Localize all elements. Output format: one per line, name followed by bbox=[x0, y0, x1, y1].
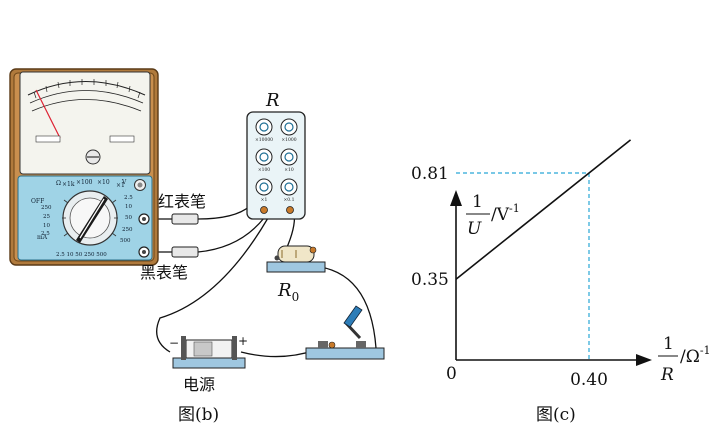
battery-label: 电源 bbox=[183, 375, 215, 394]
red-probe-label: 红表笔 bbox=[158, 192, 206, 211]
fixed-resistor-r0 bbox=[266, 245, 326, 273]
resistor-box-terminal-left[interactable] bbox=[260, 206, 268, 214]
mode-label-ma: mA bbox=[37, 234, 48, 241]
left-scale-10: 10 bbox=[43, 223, 50, 229]
mode-label-x1k: ×1k bbox=[62, 181, 75, 188]
data-line bbox=[455, 139, 632, 280]
graph-c: 0.81 0.35 0.40 0 1 U /V-1 1 R /Ω-1 bbox=[411, 139, 711, 390]
range-selector-knob[interactable] bbox=[62, 190, 118, 246]
origin-label: 0 bbox=[446, 364, 457, 384]
dial-label-x1000: ×1000 bbox=[281, 137, 296, 143]
battery-minus-sign: − bbox=[169, 336, 179, 350]
r0-label: R0 bbox=[277, 280, 299, 304]
dial-label-x10: ×10 bbox=[284, 167, 294, 173]
y-tick-label-0.81: 0.81 bbox=[411, 164, 449, 184]
left-scale-25: 25 bbox=[43, 214, 50, 220]
black-probe-label: 黑表笔 bbox=[140, 263, 188, 282]
battery bbox=[172, 336, 246, 369]
x-axis-unit-exponent: -1 bbox=[700, 344, 711, 357]
battery-plus-sign: + bbox=[238, 334, 248, 348]
y-axis-unit-exponent: -1 bbox=[509, 202, 520, 215]
x-axis-arrow bbox=[636, 354, 652, 366]
mode-label-ohm: Ω bbox=[56, 180, 61, 187]
mode-label-x100: ×100 bbox=[76, 179, 93, 186]
circuit-wires bbox=[150, 201, 377, 358]
y-axis-numerator: 1 bbox=[472, 192, 483, 212]
mode-label-v: V bbox=[121, 179, 127, 186]
y-axis-arrow bbox=[450, 190, 462, 206]
mode-label-x10: ×10 bbox=[97, 179, 110, 186]
x-axis-denominator: R bbox=[660, 365, 674, 385]
left-scale-2.5: 2.5 bbox=[41, 231, 50, 237]
left-scale-250: 250 bbox=[41, 205, 52, 211]
caption-c: 图(c) bbox=[536, 405, 576, 425]
x-tick-label-0.40: 0.40 bbox=[570, 370, 608, 390]
right-scale-50: 50 bbox=[125, 215, 132, 221]
r0-subscript: 0 bbox=[292, 290, 300, 304]
multimeter: Ω ×1k ×100 ×10 ×1 OFF V mA 250 25 10 2.5… bbox=[9, 68, 159, 266]
knife-switch[interactable] bbox=[305, 305, 385, 360]
resistance-box: ×10000 ×1000 ×100 ×10 ×1 ×0.1 bbox=[246, 111, 306, 220]
right-scale-10: 10 bbox=[125, 204, 132, 210]
resistor-box-terminal-right[interactable] bbox=[286, 206, 294, 214]
right-scale-500: 500 bbox=[120, 238, 131, 244]
dial-label-x10000: ×10000 bbox=[255, 137, 273, 143]
caption-b: 图(b) bbox=[178, 405, 219, 425]
mode-label-x1: ×1 bbox=[116, 182, 125, 189]
x-axis-numerator: 1 bbox=[663, 334, 674, 354]
right-scale-2.5: 2.5 bbox=[124, 195, 133, 201]
meter-scale-face bbox=[27, 79, 146, 165]
y-axis-denominator: U bbox=[467, 219, 482, 239]
resistance-dials[interactable] bbox=[255, 118, 298, 196]
red-probe[interactable] bbox=[171, 213, 199, 225]
y-axis-unit: /V-1 bbox=[491, 202, 520, 225]
y-tick-label-0.35: 0.35 bbox=[411, 270, 449, 290]
dial-label-x1: ×1 bbox=[261, 197, 268, 203]
meter-needle bbox=[35, 89, 61, 139]
x-axis-unit: /Ω-1 bbox=[680, 344, 711, 367]
mode-label-off: OFF bbox=[31, 198, 44, 205]
black-probe[interactable] bbox=[171, 246, 199, 258]
dial-label-x0.1: ×0.1 bbox=[284, 197, 295, 203]
bottom-scale: 2.5 10 50 250 500 bbox=[56, 252, 107, 258]
resistor-box-label: R bbox=[265, 90, 280, 111]
dial-label-x100: ×100 bbox=[258, 167, 270, 173]
right-scale-250: 250 bbox=[122, 227, 133, 233]
